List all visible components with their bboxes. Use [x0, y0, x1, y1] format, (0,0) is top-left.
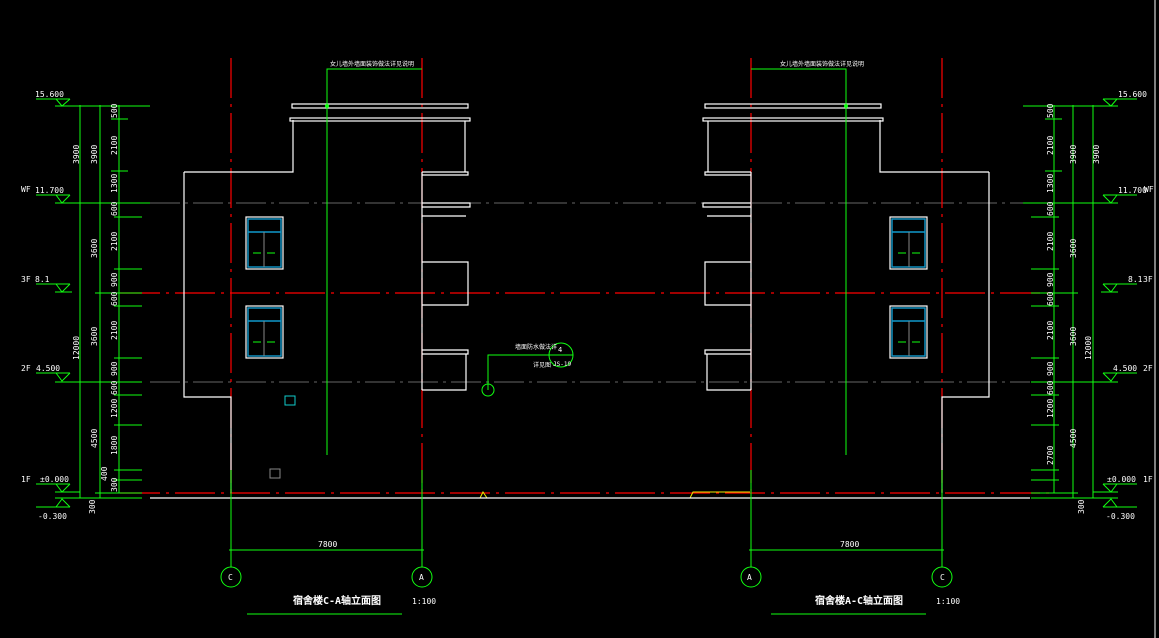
dim-text: 2100 [1046, 232, 1055, 251]
dim-text: 900 [1046, 272, 1055, 287]
dim-text: 4500 [90, 429, 99, 448]
level-floor: 3F [21, 275, 31, 284]
level-elev: 8.1 [35, 275, 50, 284]
dim-text: 600 [110, 380, 119, 395]
dim-text: 1200 [1046, 399, 1055, 418]
dim-text: 1800 [110, 436, 119, 455]
span-dim: 7800 [840, 540, 859, 549]
dim-text: 300 [88, 499, 97, 514]
dim-text: 2100 [1046, 321, 1055, 340]
detail-note-2: 详见图 [533, 361, 551, 369]
dim-text: 3900 [1092, 145, 1101, 164]
axis-label: A [419, 573, 424, 582]
dim-text: 3600 [90, 239, 99, 258]
dim-text: 3900 [90, 145, 99, 164]
dim-text: 3600 [1069, 239, 1078, 258]
left-view-text: 女儿墙外墙面装饰做法详见说明 15.600 WF 11.700 3F 8.1 2… [21, 60, 436, 607]
dim-text: 3900 [72, 145, 81, 164]
view-scale: 1:100 [936, 597, 960, 606]
right-view-text: 女儿墙外墙面装饰做法详见说明 15.600 11.700 WF 8.1 3F 4… [747, 60, 1154, 607]
dim-text: 2100 [110, 321, 119, 340]
dim-text: 600 [110, 201, 119, 216]
span-dim: 7800 [318, 540, 337, 549]
top-note: 女儿墙外墙面装饰做法详见说明 [780, 60, 864, 68]
level-elev: ±0.000 [40, 475, 69, 484]
dim-text: 3900 [1069, 145, 1078, 164]
level-floor: 1F [1143, 475, 1153, 484]
level-elev: -0.300 [38, 512, 67, 521]
dim-text: 2100 [110, 136, 119, 155]
dim-text: 400 [100, 466, 109, 481]
level-elev: 4.500 [1113, 364, 1137, 373]
dim-text: 4500 [1069, 429, 1078, 448]
dim-text: 600 [1046, 291, 1055, 306]
level-floor: WF [1144, 185, 1154, 194]
dim-text: 12000 [1084, 336, 1093, 360]
axis-label: C [940, 573, 945, 582]
dim-text: 900 [1046, 361, 1055, 376]
dim-text: 3600 [90, 327, 99, 346]
dim-text: 1200 [110, 399, 119, 418]
level-floor: 1F [21, 475, 31, 484]
level-floor: 3F [1143, 275, 1153, 284]
dim-text: 12000 [72, 336, 81, 360]
dim-text: 600 [110, 291, 119, 306]
detail-note: 墙面防水做法详 [515, 343, 557, 351]
level-floor: 2F [21, 364, 31, 373]
view-title: 宿舍楼C-A轴立面图 [293, 594, 381, 607]
level-elev: 15.600 [1118, 90, 1147, 99]
dim-text: 2100 [1046, 136, 1055, 155]
dim-text: 1300 [110, 174, 119, 193]
level-floor: 2F [1143, 364, 1153, 373]
level-elev: -0.300 [1106, 512, 1135, 521]
level-elev: 4.500 [36, 364, 60, 373]
dim-text: 900 [110, 361, 119, 376]
dim-text: 1300 [1046, 174, 1055, 193]
left-elevation[interactable] [35, 57, 471, 615]
dim-text: 2100 [110, 232, 119, 251]
level-elev: 11.700 [1118, 186, 1147, 195]
top-note: 女儿墙外墙面装饰做法详见说明 [330, 60, 414, 68]
axis-label: C [228, 573, 233, 582]
level-elev: 15.600 [35, 90, 64, 99]
dim-text: 300 [110, 477, 119, 492]
callout-leader [487, 354, 549, 390]
dim-text: 500 [1046, 103, 1055, 118]
dim-text: 600 [1046, 201, 1055, 216]
level-elev: ±0.000 [1107, 475, 1136, 484]
dim-text: 600 [1046, 380, 1055, 395]
dim-text: 3600 [1069, 327, 1078, 346]
level-elev: 11.700 [35, 186, 64, 195]
view-scale: 1:100 [412, 597, 436, 606]
detail-number: 4 [558, 346, 562, 354]
detail-sheet: JS-19 [553, 361, 571, 368]
dim-text: 2700 [1046, 446, 1055, 465]
axis-label: A [747, 573, 752, 582]
dim-text: 300 [1077, 499, 1086, 514]
vent-icon [269, 468, 281, 479]
dim-text: 900 [110, 272, 119, 287]
callout-origin-circle [481, 383, 495, 397]
dim-text: 500 [110, 103, 119, 118]
vent-icon [284, 395, 296, 406]
level-floor: WF [21, 185, 31, 194]
level-elev: 8.1 [1128, 275, 1143, 284]
view-title: 宿舍楼A-C轴立面图 [815, 594, 903, 607]
